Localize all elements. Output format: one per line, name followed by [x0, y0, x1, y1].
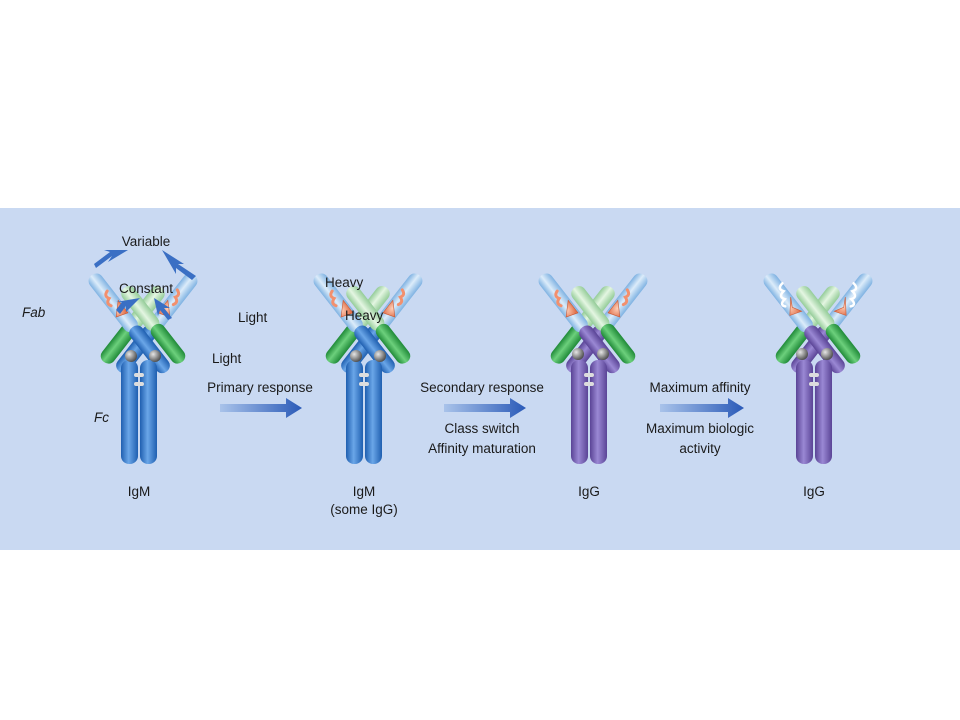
- variable-arrow-left: [94, 250, 128, 268]
- primary-response-arrow: [220, 398, 302, 418]
- transition-activity-label: activity: [679, 441, 721, 456]
- label-light-upper: Light: [238, 310, 268, 325]
- antibody-igg-2: [763, 273, 873, 464]
- stage-label-3: IgG: [578, 484, 600, 499]
- stage-sublabel-2: (some IgG): [330, 502, 398, 517]
- label-constant: Constant: [119, 281, 173, 296]
- antibody-maturation-diagram: Variable Constant Fab Fc Light Light Hea…: [22, 234, 873, 517]
- antibody-igg-1: [538, 273, 648, 464]
- transition-arrows: [220, 398, 744, 418]
- stage-label-1: IgM: [128, 484, 151, 499]
- antibody-igm-2: [313, 273, 423, 464]
- transition-primary-label: Primary response: [207, 380, 313, 395]
- transition-secondary-label: Secondary response: [420, 380, 544, 395]
- constant-arrow-left: [116, 298, 140, 314]
- pointer-arrows: [94, 250, 196, 320]
- stage-label-2: IgM: [353, 484, 376, 499]
- transition-class-switch-label: Class switch: [444, 421, 519, 436]
- transition-affinity-maturation-label: Affinity maturation: [428, 441, 536, 456]
- stage-label-4: IgG: [803, 484, 825, 499]
- transition-max-biologic-label: Maximum biologic: [646, 421, 754, 436]
- label-fc: Fc: [94, 410, 109, 425]
- antibody-igm-1: [88, 273, 198, 464]
- label-variable: Variable: [122, 234, 171, 249]
- label-heavy-lower: Heavy: [345, 308, 384, 323]
- transition-max-affinity-label: Maximum affinity: [649, 380, 750, 395]
- label-heavy-upper: Heavy: [325, 275, 364, 290]
- variable-arrow-right: [162, 250, 196, 280]
- maximum-affinity-arrow: [660, 398, 744, 418]
- secondary-response-arrow: [444, 398, 526, 418]
- label-light-lower: Light: [212, 351, 242, 366]
- label-fab: Fab: [22, 305, 46, 320]
- constant-arrow-right: [154, 298, 172, 320]
